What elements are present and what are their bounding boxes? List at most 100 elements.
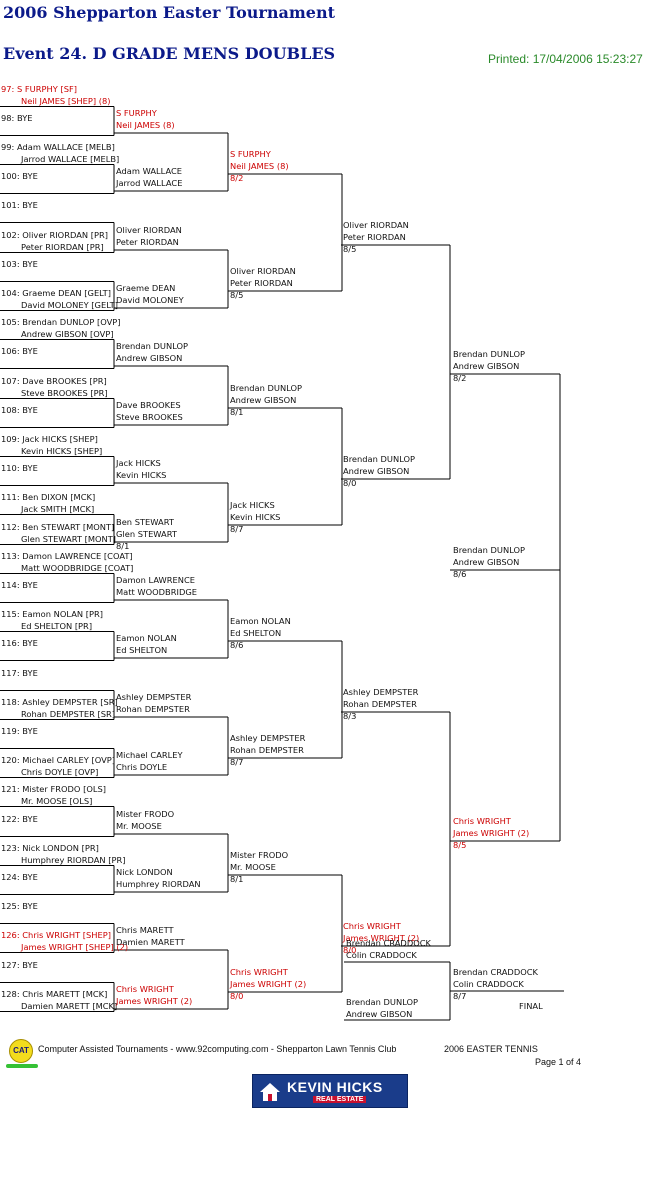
entry-line1: 116: BYE bbox=[1, 637, 38, 648]
entry-line2: Kevin HICKS [SHEP] bbox=[21, 445, 103, 456]
entry-line1: 127: BYE bbox=[1, 959, 38, 970]
entry-line1: 123: Nick LONDON [PR] bbox=[1, 842, 99, 853]
match-team-line1: Ben STEWART bbox=[116, 517, 174, 527]
match-team-line1: Nick LONDON bbox=[116, 867, 173, 877]
entry-line2: Neil JAMES [SHEP] (8) bbox=[21, 95, 111, 106]
match-team-line1: Mister FRODO bbox=[230, 850, 289, 860]
match-team-line2: James WRIGHT (2) bbox=[343, 933, 420, 943]
match-team-line1: Ashley DEMPSTER bbox=[343, 687, 419, 697]
entry-line1: 120: Michael CARLEY [OVP] bbox=[1, 754, 116, 765]
match-team-line2: James WRIGHT (2) bbox=[116, 996, 193, 1006]
match-team-line2: James WRIGHT (2) bbox=[453, 828, 530, 838]
entry-line2: Jarrod WALLACE [MELB] bbox=[21, 153, 120, 164]
entry-line1: 111: Ben DIXON [MCK] bbox=[1, 491, 96, 502]
entry-line2: James WRIGHT [SHEP] (2) bbox=[21, 941, 129, 952]
sponsor-subtitle: REAL ESTATE bbox=[313, 1096, 367, 1103]
match-team-line2: Neil JAMES (8) bbox=[230, 161, 289, 171]
match-team-line2: Peter RIORDAN bbox=[343, 232, 406, 242]
match-team-line1: Adam WALLACE bbox=[116, 166, 183, 176]
match-team-line1: Oliver RIORDAN bbox=[343, 220, 409, 230]
entry-line2: Humphrey RIORDAN [PR] bbox=[21, 854, 126, 865]
match-team-line1: Oliver RIORDAN bbox=[230, 266, 296, 276]
match-team-line2: Ed SHELTON bbox=[116, 645, 168, 655]
entry-line2: Peter RIORDAN [PR] bbox=[21, 241, 104, 252]
cat-logo-underline bbox=[6, 1064, 38, 1068]
match-team-line2: Rohan DEMPSTER bbox=[116, 704, 190, 714]
final-score: 8/7 bbox=[453, 991, 467, 1001]
footer-event-name: 2006 EASTER TENNIS bbox=[444, 1044, 538, 1054]
match-team-line2: Glen STEWART bbox=[116, 529, 177, 539]
match-team-line2: Kevin HICKS bbox=[230, 512, 281, 522]
entry-line1: 109: Jack HICKS [SHEP] bbox=[1, 433, 98, 444]
final-winner-line1: Brendan CRADDOCK bbox=[453, 967, 538, 977]
match-team-line2: Rohan DEMPSTER bbox=[343, 699, 417, 709]
match-team-line2: Jarrod WALLACE bbox=[116, 178, 183, 188]
match-team-line1: Chris WRIGHT bbox=[343, 921, 401, 931]
match-team-line2: James WRIGHT (2) bbox=[230, 979, 307, 989]
final-winner-line2: Colin CRADDOCK bbox=[453, 979, 524, 989]
match-score: 8/7 bbox=[230, 524, 244, 534]
match-score: 8/0 bbox=[343, 945, 357, 955]
entry-line1: 108: BYE bbox=[1, 404, 38, 415]
entry-line1: 113: Damon LAWRENCE [COAT] bbox=[1, 550, 133, 561]
entry-line2: Matt WOODBRIDGE [COAT] bbox=[21, 562, 134, 573]
entry-line2: Mr. MOOSE [OLS] bbox=[21, 795, 93, 806]
entry-line2: Chris DOYLE [OVP] bbox=[21, 766, 99, 777]
match-score: 8/2 bbox=[453, 373, 467, 383]
match-score: 8/7 bbox=[230, 757, 244, 767]
match-team-line2: Kevin HICKS bbox=[116, 470, 167, 480]
match-team-line2: Rohan DEMPSTER bbox=[230, 745, 304, 755]
final-team-top-line2: Colin CRADDOCK bbox=[346, 950, 417, 960]
tournament-title: 2006 Shepparton Easter Tournament bbox=[3, 3, 335, 22]
match-team-line2: David MOLONEY bbox=[116, 295, 184, 305]
entry-line1: 102: Oliver RIORDAN [PR] bbox=[1, 229, 108, 240]
match-team-line2: Steve BROOKES bbox=[116, 412, 183, 422]
match-score: 8/0 bbox=[230, 991, 244, 1001]
match-team-line1: Brendan DUNLOP bbox=[230, 383, 303, 393]
match-team-line2: Ed SHELTON bbox=[230, 628, 282, 638]
final-team-bottom-line1: Brendan DUNLOP bbox=[346, 997, 419, 1007]
entry-line1: 110: BYE bbox=[1, 462, 38, 473]
entry-line1: 103: BYE bbox=[1, 258, 38, 269]
printed-timestamp: Printed: 17/04/2006 15:23:27 bbox=[488, 52, 643, 66]
match-team-line1: Michael CARLEY bbox=[116, 750, 183, 760]
sponsor-logo: KEVIN HICKS REAL ESTATE bbox=[252, 1074, 408, 1108]
match-score: 8/0 bbox=[343, 478, 357, 488]
entry-line1: 97: S FURPHY [SF] bbox=[1, 83, 77, 94]
entry-line1: 100: BYE bbox=[1, 170, 38, 181]
entry-line1: 98: BYE bbox=[1, 112, 33, 123]
match-team-line1: Chris WRIGHT bbox=[230, 967, 288, 977]
match-team-line1: Ashley DEMPSTER bbox=[116, 692, 192, 702]
entry-line2: Andrew GIBSON [OVP] bbox=[21, 328, 114, 339]
final-team-top-line1: Brendan CRADDOCK bbox=[346, 938, 431, 948]
final-team-bottom-line2: Andrew GIBSON bbox=[346, 1009, 413, 1019]
match-team-line2: Peter RIORDAN bbox=[116, 237, 179, 247]
match-score: 8/3 bbox=[343, 711, 357, 721]
entry-line2: Glen STEWART [MONT] bbox=[21, 533, 117, 544]
match-team-line2: Mr. MOOSE bbox=[230, 862, 276, 872]
match-team-line2: Mr. MOOSE bbox=[116, 821, 162, 831]
match-team-line1: S FURPHY bbox=[230, 149, 271, 159]
match-team-line2: Neil JAMES (8) bbox=[116, 120, 175, 130]
entry-line1: 114: BYE bbox=[1, 579, 38, 590]
entry-line1: 126: Chris WRIGHT [SHEP] bbox=[1, 929, 112, 940]
match-team-line1: Jack HICKS bbox=[116, 458, 161, 468]
entry-line1: 122: BYE bbox=[1, 813, 38, 824]
match-score: 8/5 bbox=[230, 290, 244, 300]
cat-logo: CAT bbox=[9, 1039, 33, 1063]
entry-line1: 99: Adam WALLACE [MELB] bbox=[1, 141, 115, 152]
match-team-line1: Damon LAWRENCE bbox=[116, 575, 196, 585]
match-team-line1: Brendan DUNLOP bbox=[453, 349, 526, 359]
match-team-line2: Chris DOYLE bbox=[116, 762, 168, 772]
match-team-line2: Peter RIORDAN bbox=[230, 278, 293, 288]
match-team-line1: Jack HICKS bbox=[230, 500, 275, 510]
entry-line1: 106: BYE bbox=[1, 345, 38, 356]
final-label: FINAL bbox=[519, 1001, 543, 1011]
event-title: Event 24. D GRADE MENS DOUBLES bbox=[3, 44, 336, 63]
entry-line2: Jack SMITH [MCK] bbox=[21, 503, 95, 514]
match-score: 8/1 bbox=[230, 407, 244, 417]
match-team-line1: Ashley DEMPSTER bbox=[230, 733, 306, 743]
match-team-line2: Humphrey RIORDAN bbox=[116, 879, 201, 889]
entry-line1: 119: BYE bbox=[1, 725, 38, 736]
